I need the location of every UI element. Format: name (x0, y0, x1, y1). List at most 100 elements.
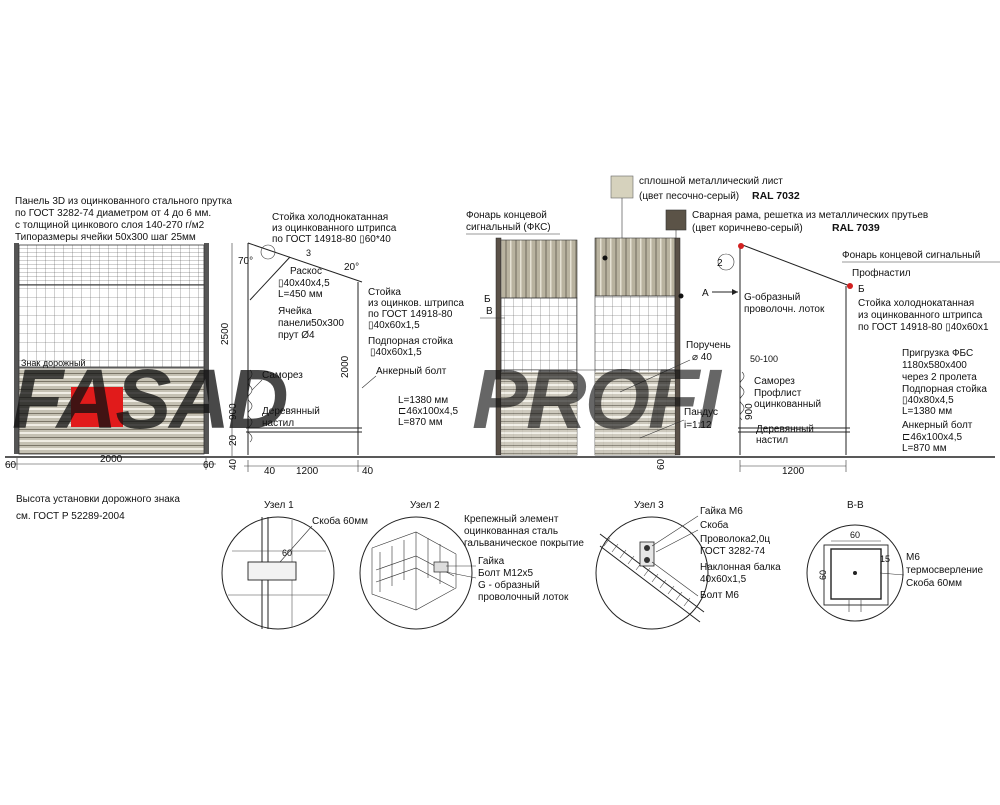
ranchor-line2: ⊏46х100х4,5 (902, 432, 963, 443)
legend-swatch-ral7032 (610, 175, 634, 199)
dim-left: 60 (5, 460, 17, 471)
rdim-1200: 1200 (782, 466, 805, 477)
anchor-spec-2: ⊏46х100х4,5 (398, 406, 459, 417)
rscrew-label: Саморез (754, 376, 795, 387)
node1-title: Узел 1 (264, 500, 294, 511)
cell-line1: Ячейка (278, 306, 312, 317)
node3-beam-2: 40х60х1,5 (700, 574, 747, 585)
section-b: Б (484, 294, 491, 305)
section-vv-bracket: Скоба 60мм (906, 577, 962, 589)
num-3: 3 (306, 248, 311, 258)
rprofile-line1: Профлист (754, 387, 802, 399)
center-view: Фонарь концевой сигнальный (ФКС) Б В Пор… (466, 210, 731, 470)
legend: сплошной металлический лист (цвет песочн… (610, 175, 928, 248)
lamp-label: Фонарь концевой сигнальный (842, 250, 980, 261)
rprofile-line2: оцинкованный (754, 399, 821, 410)
section-vv-dim-side: 60 (818, 570, 828, 580)
post-note-line3: по ГОСТ 14918-80 ▯60*40 (272, 234, 391, 245)
panel-note-line3: с толщиной цинкового слоя 140-270 г/м2 (15, 220, 205, 231)
ballast-line1: Пригрузка ФБС (902, 348, 973, 359)
node2-tray-1: G - образный (478, 579, 540, 591)
node2-nut: Гайка (478, 556, 505, 567)
node1-label: Скоба 60мм (312, 515, 368, 527)
legend-sheet-ral: RAL 7032 (752, 190, 800, 202)
brace-line1: Раскос (290, 266, 322, 277)
tray-line2: проволочн. лоток (744, 304, 825, 315)
dim-40b: 40 (264, 466, 276, 477)
sign-height-line2: см. ГОСТ Р 52289-2004 (16, 511, 125, 522)
dim-1200: 1200 (296, 466, 319, 477)
post2-line4: ▯40х60х1,5 (368, 320, 420, 331)
panel-note-line1: Панель 3D из оцинкованного стального пру… (15, 196, 232, 207)
front-view: Панель 3D из оцинкованного стального пру… (5, 196, 232, 471)
sign-label: Знак дорожный (21, 358, 86, 368)
section-vv-drill: термосверление (906, 565, 984, 576)
brace-line3: L=450 мм (278, 289, 323, 300)
legend-sheet-line1: сплошной металлический лист (639, 176, 783, 187)
dim-40c: 40 (362, 466, 374, 477)
rpost-note-line1: Стойка холоднокатанная (858, 298, 974, 309)
front-post-right (204, 243, 209, 454)
ramp-line1: Пандус (684, 407, 718, 418)
ramp-line2: i=1:12 (684, 420, 712, 431)
watermark-part2: PROFI (472, 352, 722, 446)
rdim-900: 900 (744, 403, 755, 420)
legend-frame-line1: Сварная рама, решетка из металлических п… (692, 210, 928, 221)
node3-wire-1: Проволока2,0ц (700, 534, 770, 545)
legend-swatch-ral7039 (665, 209, 687, 231)
dim-width: 2000 (100, 454, 123, 465)
arrow-a: A (702, 288, 709, 299)
post-note-line2: из оцинкованного штрипса (272, 223, 397, 234)
node2-note-3: гальваническое покрытие (464, 538, 584, 549)
node1-dim: 60 (282, 548, 292, 558)
center-post-right (674, 237, 681, 456)
post2-line2: из оцинков. штрипса (368, 298, 464, 309)
legend-sheet-line2: (цвет песочно-серый) (639, 191, 739, 202)
node3-bracket: Скоба (700, 519, 729, 531)
screw-label: Саморез (262, 370, 303, 381)
ballast-line2: 1180х580х400 (902, 360, 967, 371)
legend-frame-ral: RAL 7039 (832, 222, 880, 234)
section-vv-title: B-B (847, 500, 864, 511)
cell-line2: панели50х300 (278, 318, 344, 329)
rwood-line2: настил (756, 435, 788, 446)
center-lower-right (595, 372, 675, 455)
dim-h900: 900 (228, 403, 239, 420)
anchor-spec-3: L=870 мм (398, 417, 443, 428)
node2-note-2: оцинкованная сталь (464, 526, 558, 537)
front-post-left (14, 243, 19, 454)
support-post-line1: Подпорная стойка (368, 336, 453, 347)
dim-50-100: 50-100 (750, 354, 778, 364)
num-2: 2 (717, 258, 723, 269)
node3-bolt: Болт М6 (700, 590, 739, 601)
node3-title: Узел 3 (634, 500, 664, 511)
node3-nut: Гайка М6 (700, 506, 743, 517)
watermark: FASAD PROFI (12, 352, 724, 446)
rpost-note-line2: из оцинкованного штрипса (858, 310, 983, 321)
mesh-panel (18, 284, 205, 368)
rwood-line1: Деревянный (756, 424, 814, 435)
bottom-section: Высота установки дорожного знака см. ГОС… (16, 494, 984, 630)
post2-line1: Стойка (368, 287, 401, 298)
tray-line1: G-образный (744, 291, 800, 303)
legend-frame-line2: (цвет коричнево-серый) (692, 223, 803, 234)
dim-h2500: 2500 (220, 322, 231, 345)
post2-line3: по ГОСТ 14918-80 (368, 309, 453, 320)
anchor-label: Анкерный болт (376, 365, 447, 377)
rsupport-line2: ▯40х80х4,5 (902, 395, 954, 406)
mark-b: Б (858, 284, 865, 295)
support-post-line2: ▯40х60х1,5 (370, 347, 422, 358)
road-sign-marker (71, 387, 123, 427)
section-vv-circle (806, 524, 904, 622)
lamp-note-line2: сигнальный (ФКС) (466, 222, 551, 233)
side-view-right: A 2 Фонарь концевой сигнальный Профнасти… (702, 243, 1000, 477)
center-dim-60: 60 (656, 458, 667, 470)
post-note-line1: Стойка холоднокатанная (272, 212, 388, 223)
wood-line2: настил (262, 418, 294, 429)
brace-line2: ▯40х40х4,5 (278, 278, 330, 289)
rsupport-line1: Подпорная стойка (902, 384, 987, 395)
side-view-left: Стойка холоднокатанная из оцинкованного … (220, 212, 464, 477)
lamp-note-line1: Фонарь концевой (466, 210, 547, 221)
rpost-note-line3: по ГОСТ 14918-80 ▯40х60х1 (858, 322, 989, 333)
